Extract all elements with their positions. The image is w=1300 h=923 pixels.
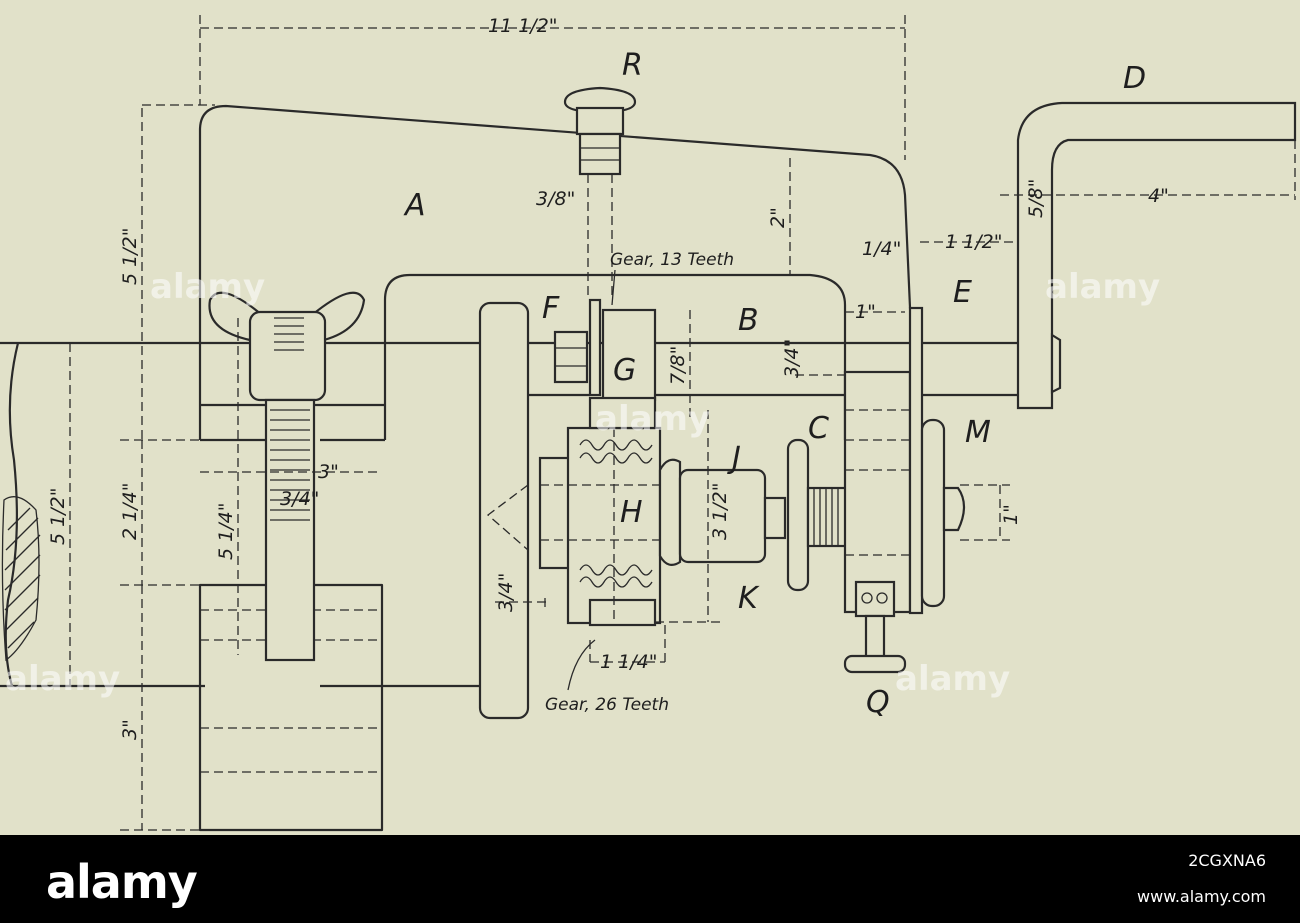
dimension-lines [69,15,1296,831]
brand-logo: alamy [46,855,198,909]
image-id-code: 2CGXNA6 [1188,851,1266,870]
dim-bolt-length: 5 1/4" [215,503,237,560]
bar-b [528,341,1018,397]
label-r: R [622,48,643,83]
note-gear-13: Gear, 13 Teeth [610,250,734,270]
dim-crank-length: 4" [1148,185,1169,207]
label-k: K [738,581,760,616]
workpiece-bar [0,341,480,688]
watermark: alamy [150,267,265,307]
dim-j-diam: 3 1/2" [709,483,731,540]
thread-c [806,486,848,548]
section-hatching [4,507,41,649]
label-e: E [953,275,972,310]
dim-crank-bar: 5/8" [1025,179,1047,218]
gear-g [601,308,657,402]
dim-hub-width: 3/4" [495,573,517,612]
dim-gear-h-width: 1 1/4" [600,651,657,673]
stud-r [563,86,637,300]
dim-stud-diam: 3/8" [536,188,575,210]
label-c: C [808,411,829,446]
dim-bar-b-height: 3/4" [781,339,803,378]
label-h: H [620,495,643,530]
dim-two-quarter: 2 1/4" [119,483,141,540]
dim-e-offset: 1" [855,301,876,323]
dim-thread-len: 1" [1000,504,1022,525]
watermark: alamy [595,399,710,439]
gear-h [538,396,760,627]
plate-e [843,306,966,615]
watermark: alamy [895,659,1010,699]
dim-frame-height: 5 1/2" [119,228,141,285]
wing-nut [208,291,366,402]
dim-bolt-diam: 3/4" [280,488,319,510]
collar-k [786,438,810,592]
crank-d [1016,101,1297,410]
footer-bar: alamy 2CGXNA6 www.alamy.com [0,835,1300,923]
dim-e-thickness: 1/4" [862,238,901,260]
image-id: 2CGXNA6 www.alamy.com [1137,843,1266,915]
label-f: F [542,291,560,326]
note-gear-26: Gear, 26 Teeth [545,695,669,715]
label-m: M [965,415,991,450]
dim-block-height: 3" [119,719,141,740]
watermark: alamy [5,659,120,699]
dim-gear-g-height: 7/8" [667,346,689,385]
large-disc [478,301,530,720]
label-g: G [613,353,636,388]
nut-f [553,298,602,397]
technical-drawing: A B C D E F G H J K M Q R 11 1/2" 5 1/2"… [0,0,1300,835]
shaft-j [658,458,787,567]
label-d: D [1123,61,1146,96]
label-b: B [738,303,759,338]
watermark: alamy [1045,267,1160,307]
dim-clamp-gap: 3" [318,461,339,483]
dim-frame-drop: 2" [767,207,789,228]
screw-q [843,580,907,674]
dim-crank-gap: 1 1/2" [945,231,1002,253]
label-q: Q [866,685,890,720]
site-url: www.alamy.com [1137,887,1266,906]
dim-bar-height: 5 1/2" [47,488,69,545]
dim-overall-width: 11 1/2" [488,15,558,37]
clamp-screw [264,398,316,662]
label-a: A [403,188,426,223]
